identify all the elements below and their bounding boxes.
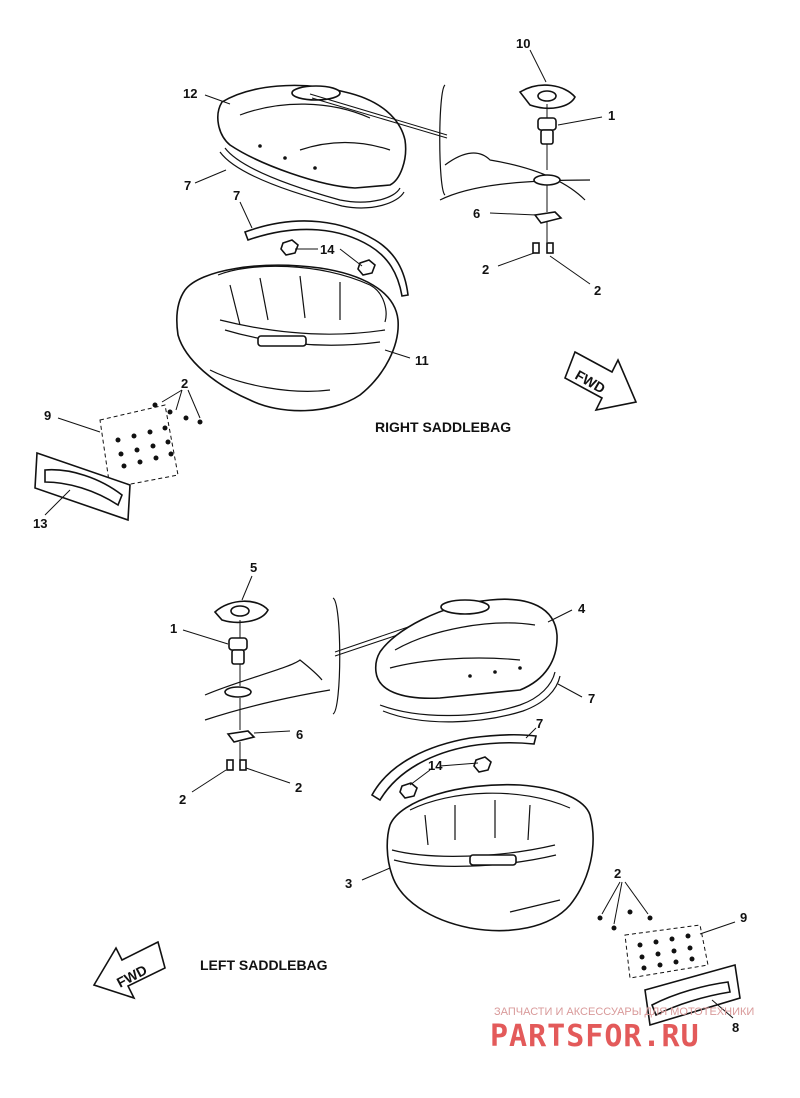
callout-2-left-c: 2 <box>614 866 621 881</box>
callout-6-right: 6 <box>473 206 480 221</box>
right-bolt-2 <box>532 242 554 254</box>
right-body-seal-part <box>243 220 409 297</box>
left-saddlebag-title: LEFT SADDLEBAG <box>200 957 328 973</box>
right-bag-body-part <box>176 264 399 412</box>
left-nut-14 <box>399 756 492 799</box>
left-reflector-part <box>644 963 741 1027</box>
left-bag-body-part <box>386 783 594 932</box>
callout-11: 11 <box>415 353 429 368</box>
callout-2-right-a: 2 <box>482 262 489 277</box>
left-lid-seal-part <box>379 671 556 717</box>
left-bolt-2 <box>226 759 247 771</box>
callout-8: 8 <box>732 1020 739 1035</box>
right-lock-bezel-part <box>518 84 576 109</box>
right-inset-view <box>309 84 591 242</box>
watermark-brand: PARTSFOR.RU <box>490 1019 700 1054</box>
callout-10: 10 <box>516 36 530 51</box>
callout-2-left-b: 2 <box>295 780 302 795</box>
callout-14-right: 14 <box>320 242 335 257</box>
callout-7-right-strip: 7 <box>233 188 240 203</box>
callout-1-left: 1 <box>170 621 177 636</box>
left-leader-lines <box>182 575 736 1019</box>
right-leader-lines <box>44 49 603 516</box>
callout-2-right-b: 2 <box>594 283 601 298</box>
left-saddlebag-assembly: FWD 5 1 4 7 7 6 14 2 2 <box>92 560 747 1035</box>
callout-2-left-a: 2 <box>179 792 186 807</box>
right-saddlebag-assembly: FWD 10 1 12 7 7 6 14 2 2 <box>33 36 638 531</box>
right-lock-cylinder-part <box>537 117 557 145</box>
callout-12: 12 <box>183 86 197 101</box>
right-nut-14 <box>280 239 376 276</box>
callout-7-right-lid: 7 <box>184 178 191 193</box>
right-bolt-group-9 <box>99 402 203 489</box>
watermark: ЗАПЧАСТИ И АКСЕССУАРЫ ДЛЯ МОТОТЕХНИКИ PA… <box>490 1006 754 1054</box>
left-body-seal-part <box>370 733 537 802</box>
callout-3: 3 <box>345 876 352 891</box>
right-lid-part <box>217 84 407 189</box>
callout-9-left: 9 <box>740 910 747 925</box>
callout-2-right-c: 2 <box>181 376 188 391</box>
callout-14-left: 14 <box>428 758 443 773</box>
left-lid-part <box>374 598 558 700</box>
callout-4: 4 <box>578 601 586 616</box>
callout-7-left-lid: 7 <box>588 691 595 706</box>
left-lock-bezel-part <box>213 600 269 624</box>
callout-6-left: 6 <box>296 727 303 742</box>
right-saddlebag-title: RIGHT SADDLEBAG <box>375 419 511 435</box>
callout-7-left-strip: 7 <box>536 716 543 731</box>
right-lid-seal-part <box>224 147 401 203</box>
watermark-caption: ЗАПЧАСТИ И АКСЕССУАРЫ ДЛЯ МОТОТЕХНИКИ <box>494 1006 754 1018</box>
callout-5: 5 <box>250 560 257 575</box>
left-bolt-group-9 <box>597 909 709 979</box>
left-fwd-arrow: FWD <box>92 940 166 1000</box>
right-fwd-arrow: FWD <box>564 350 638 412</box>
callout-13: 13 <box>33 516 47 531</box>
right-reflector-part <box>34 451 131 522</box>
callout-9-right: 9 <box>44 408 51 423</box>
callout-1-right: 1 <box>608 108 615 123</box>
left-lock-cylinder-part <box>228 637 248 665</box>
